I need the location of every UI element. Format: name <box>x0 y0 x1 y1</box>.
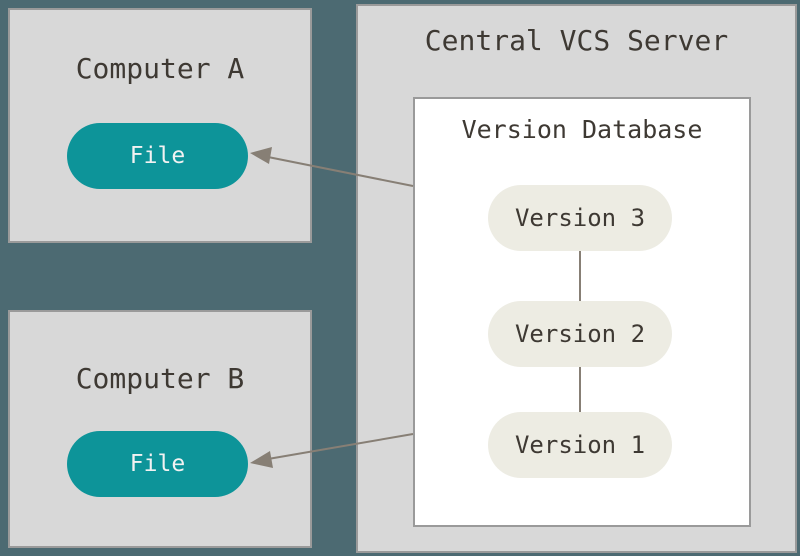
computer-a-title: Computer A <box>75 52 245 85</box>
computer-b-panel <box>8 310 312 548</box>
version-1-pill: Version 1 <box>488 412 672 478</box>
version-3-pill: Version 3 <box>488 185 672 251</box>
version-2-pill: Version 2 <box>488 301 672 367</box>
version-database-title: Version Database <box>461 115 703 144</box>
computer-a-file-label: File <box>129 143 186 169</box>
central-vcs-server-title: Central VCS Server <box>424 24 729 57</box>
computer-a-file-pill: File <box>67 123 248 189</box>
version-1-label: Version 1 <box>514 431 646 459</box>
computer-b-title: Computer B <box>75 362 245 395</box>
version-2-label: Version 2 <box>514 320 646 348</box>
computer-b-file-pill: File <box>67 431 248 497</box>
version-3-label: Version 3 <box>514 204 646 232</box>
computer-b-file-label: File <box>129 451 186 477</box>
